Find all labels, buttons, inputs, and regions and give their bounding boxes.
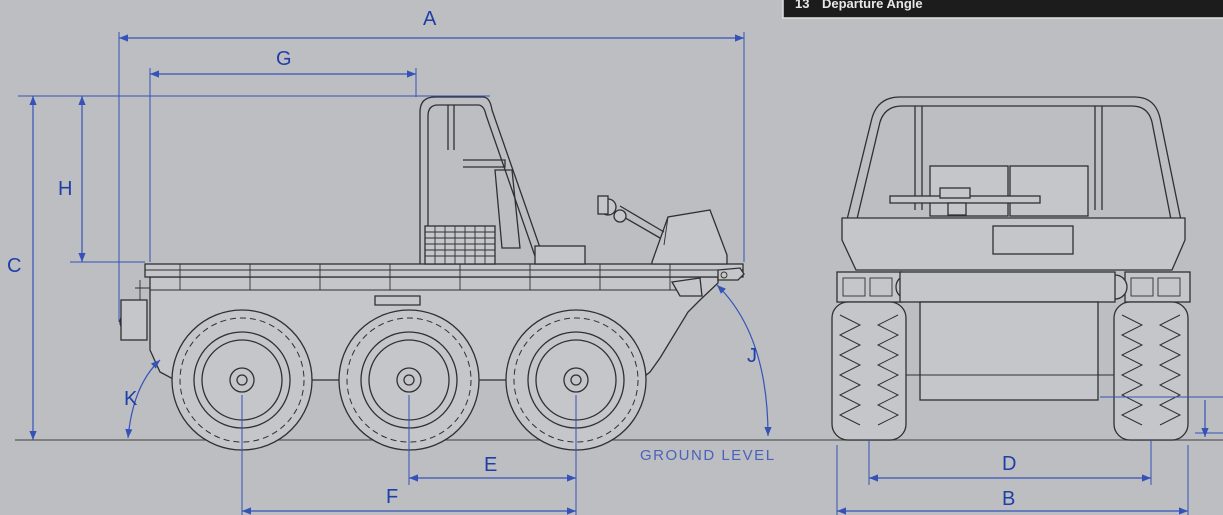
side-view-vehicle — [119, 96, 745, 451]
front-seat-right — [1009, 165, 1089, 217]
label-j: J — [747, 345, 757, 367]
label-g: G — [276, 48, 292, 70]
front-roll-cage — [841, 96, 1186, 241]
front-lower-hull — [919, 301, 1099, 401]
label-e: E — [484, 454, 497, 476]
side-hitch-bracket — [120, 299, 148, 341]
label-k: K — [124, 388, 138, 410]
label-c: C — [7, 255, 21, 277]
side-roll-cage — [419, 96, 546, 264]
side-seat — [494, 169, 521, 249]
dim-arc-j — [716, 284, 772, 437]
dimension-labels: A G C H E F D B J K — [7, 8, 1016, 510]
legend-item-number: 13 — [795, 0, 809, 11]
ground-level-label: GROUND LEVEL — [640, 447, 776, 464]
side-hood — [651, 209, 728, 265]
dimension-lines — [18, 32, 1223, 515]
front-tire-left — [831, 301, 907, 441]
legend-box: 13 Departure Angle — [782, 0, 1223, 19]
label-f: F — [386, 486, 398, 508]
front-headlight-right — [1124, 271, 1191, 303]
front-grille — [992, 225, 1074, 255]
label-a: A — [423, 8, 437, 30]
label-b: B — [1002, 488, 1015, 510]
label-d: D — [1002, 453, 1016, 475]
side-cargo-bed — [144, 263, 744, 278]
front-tire-right — [1113, 301, 1189, 441]
front-view-vehicle — [831, 96, 1191, 441]
dim-arc-k — [125, 359, 161, 439]
label-h: H — [58, 178, 72, 200]
legend-item-text: Departure Angle — [822, 0, 923, 11]
